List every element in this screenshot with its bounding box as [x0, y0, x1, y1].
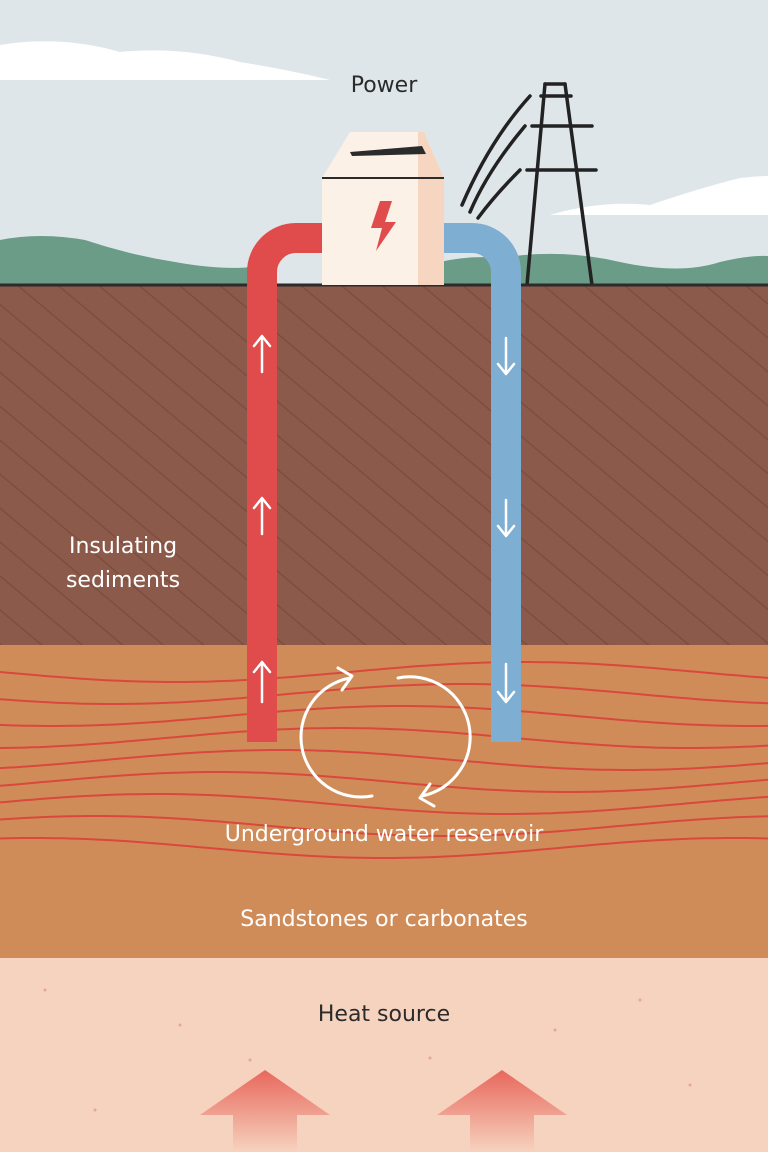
cold-pipe — [442, 223, 521, 742]
down-arrows — [496, 336, 516, 704]
wave-lines — [0, 661, 768, 859]
heat-arrow-icon — [200, 1070, 330, 1152]
lightning-bolt-icon — [371, 201, 396, 251]
wave-line — [0, 705, 768, 727]
reservoir-layer — [0, 645, 768, 958]
up-arrow-icon — [252, 660, 272, 704]
down-arrow-icon — [496, 498, 516, 538]
wave-line — [0, 771, 768, 793]
cycle-arrows-icon — [299, 666, 472, 808]
power-label: Power — [351, 73, 418, 98]
wave-line — [0, 661, 768, 683]
sandstones-label: Sandstones or carbonates — [240, 907, 527, 932]
down-arrow-icon — [496, 336, 516, 376]
insulating-sediments-label-line2: sediments — [66, 568, 180, 593]
wave-line — [0, 837, 768, 859]
heat-source-layer — [0, 958, 768, 1152]
wave-line — [0, 683, 768, 705]
down-arrow-icon — [496, 662, 516, 704]
wave-line — [0, 727, 768, 749]
up-arrow-icon — [252, 496, 272, 536]
wave-line — [0, 749, 768, 771]
cloud-right — [550, 176, 768, 215]
hot-pipe — [247, 223, 325, 742]
power-plant-icon — [322, 132, 444, 285]
reservoir-label: Underground water reservoir — [225, 822, 544, 847]
heat-arrow-icon — [437, 1070, 567, 1152]
up-arrows — [252, 334, 272, 704]
insulating-sediments-layer — [0, 285, 768, 645]
hills — [0, 236, 265, 285]
wave-line — [0, 793, 768, 815]
insulating-sediments-label-line1: Insulating — [69, 534, 177, 559]
hills-right — [440, 253, 768, 285]
transmission-tower-icon — [460, 82, 598, 287]
up-arrow-icon — [252, 334, 272, 374]
heat-specks — [43, 988, 692, 1112]
heat-source-label: Heat source — [318, 1002, 450, 1027]
wave-line — [0, 815, 768, 837]
cloud-left — [0, 41, 330, 80]
